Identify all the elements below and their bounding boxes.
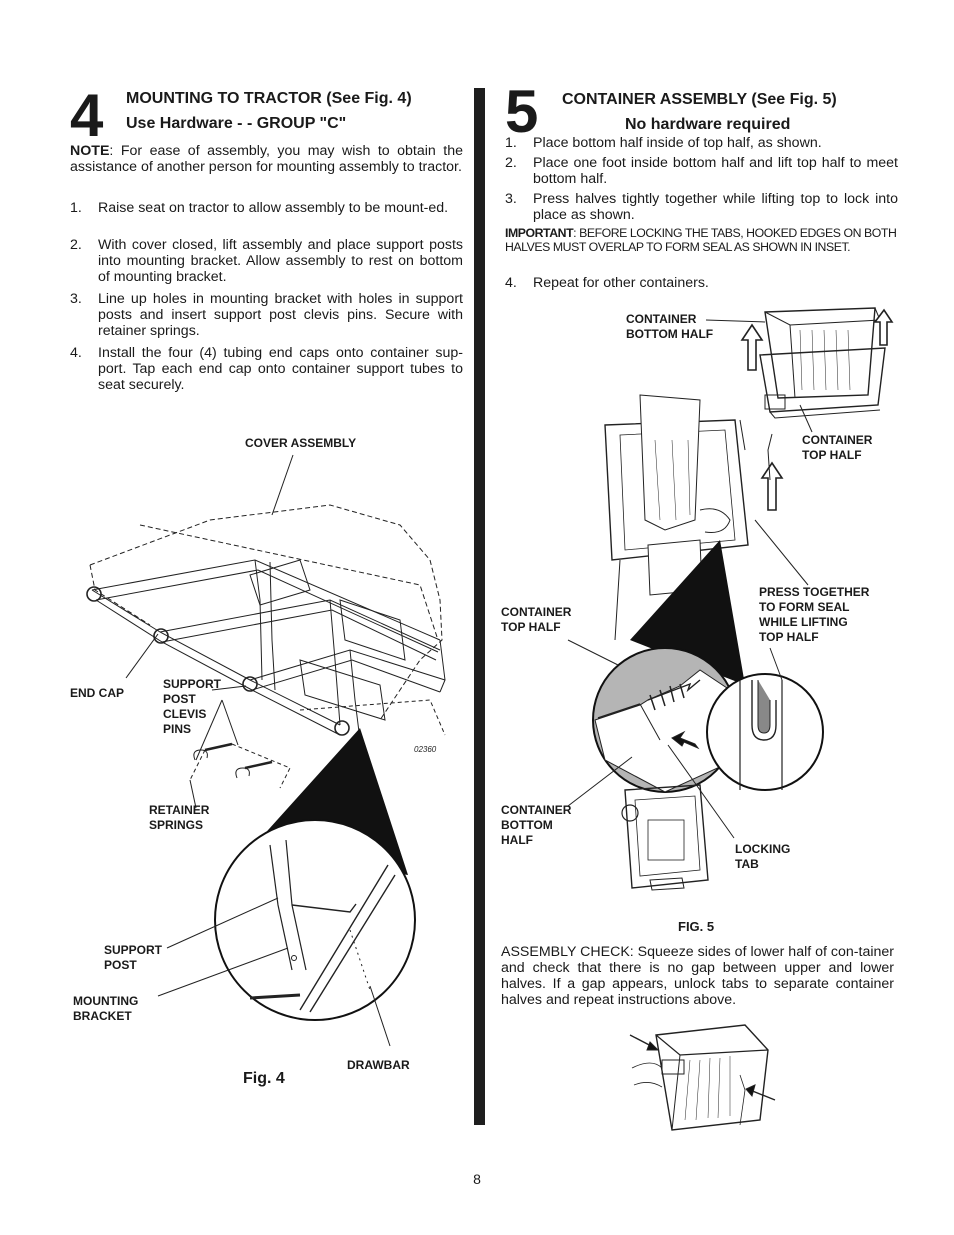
label-drawbar: DRAWBAR bbox=[347, 1058, 410, 1072]
list-item: 3. Line up holes in mounting bracket wit… bbox=[70, 291, 463, 341]
label-locking-tab: LOCKING TAB bbox=[735, 842, 791, 871]
list-item-text: Line up holes in mounting bracket with h… bbox=[98, 291, 463, 339]
list-item: 2. Place one foot inside bottom half and… bbox=[505, 155, 898, 189]
cover-outline bbox=[89, 504, 443, 721]
arrow-up-icon bbox=[760, 461, 784, 511]
label-container-top-half-right: CONTAINER TOP HALF bbox=[802, 433, 873, 462]
step-number-4: 4 bbox=[70, 82, 104, 149]
label-end-cap: END CAP bbox=[70, 686, 125, 700]
arrow-left-icon bbox=[671, 730, 700, 750]
label-container-bottom-half-left: CONTAINER BOTTOM HALF bbox=[501, 803, 572, 847]
important-label: IMPORTANT bbox=[505, 226, 574, 240]
list-item-number: 1. bbox=[70, 200, 82, 216]
list-item: 3. Press halves tightly together while l… bbox=[505, 191, 898, 225]
section-4-title-line1: MOUNTING TO TRACTOR (See Fig. 4) bbox=[126, 90, 412, 107]
important-text: : BEFORE LOCKING THE TABS, HOOKED EDGES … bbox=[505, 226, 897, 254]
clevis-pin bbox=[204, 742, 233, 752]
list-item: 4. Install the four (4) tubing end caps … bbox=[70, 345, 463, 395]
end-cap bbox=[334, 720, 350, 736]
container-bottom-half bbox=[764, 307, 876, 399]
list-item-text: Raise seat on tractor to allow assembly … bbox=[98, 200, 449, 216]
note-label: NOTE bbox=[70, 143, 110, 159]
retainer-spring bbox=[235, 767, 250, 779]
list-item-text: Install the four (4) tubing end caps ont… bbox=[98, 345, 463, 393]
list-item: 1. Place bottom half inside of top half,… bbox=[505, 135, 898, 153]
arrow-up-icon bbox=[873, 308, 894, 346]
section-5-title-line1: CONTAINER ASSEMBLY (See Fig. 5) bbox=[562, 91, 837, 108]
list-item: 1. Raise seat on tractor to allow assemb… bbox=[70, 200, 463, 234]
list-item-number: 2. bbox=[505, 155, 517, 171]
list-item: 2. With cover closed, lift assembly and … bbox=[70, 237, 463, 287]
list-item-number: 4. bbox=[70, 345, 82, 361]
label-retainer-springs: RETAINER SPRINGS bbox=[149, 803, 210, 832]
label-support-post-clevis-pins: SUPPORT POST CLEVIS PINS bbox=[163, 677, 222, 736]
label-container-top-half-left: CONTAINER TOP HALF bbox=[501, 605, 572, 634]
container-bottom-half bbox=[624, 784, 709, 889]
container bbox=[655, 1024, 769, 1131]
list-item-text: Repeat for other containers. bbox=[533, 275, 709, 291]
list-item-text: Place one foot inside bottom half and li… bbox=[533, 155, 898, 187]
section-5-title: CONTAINER ASSEMBLY (See Fig. 5) No hardw… bbox=[562, 88, 882, 138]
list-item-number: 1. bbox=[505, 135, 517, 151]
label-mounting-bracket: MOUNTING BRACKET bbox=[73, 994, 139, 1023]
page-number: 8 bbox=[473, 1171, 481, 1187]
container-top-half bbox=[759, 347, 886, 413]
label-press-together: PRESS TOGETHER TO FORM SEAL WHILE LIFTIN… bbox=[759, 585, 870, 644]
end-cap bbox=[153, 628, 169, 644]
step-number-5: 5 bbox=[505, 78, 539, 145]
clevis-pin bbox=[244, 760, 273, 770]
label-container-bottom-half-top: CONTAINER BOTTOM HALF bbox=[626, 312, 714, 341]
section-4-title-line2: Use Hardware - - GROUP "C" bbox=[126, 114, 347, 132]
section-4-title: MOUNTING TO TRACTOR (See Fig. 4) Use Har… bbox=[126, 87, 412, 137]
fig5-caption: FIG. 5 bbox=[678, 919, 715, 934]
list-item-number: 3. bbox=[505, 191, 517, 207]
list-item-number: 4. bbox=[505, 275, 517, 291]
important-note: IMPORTANT: BEFORE LOCKING THE TABS, HOOK… bbox=[505, 226, 898, 254]
note-paragraph: NOTE: For ease of assembly, you may wish… bbox=[70, 143, 463, 175]
arrow-left-icon bbox=[749, 1089, 776, 1101]
list-item-number: 3. bbox=[70, 291, 82, 307]
list-item-number: 2. bbox=[70, 237, 82, 253]
end-cap bbox=[242, 676, 258, 692]
end-cap bbox=[86, 586, 102, 602]
retainer-spring bbox=[193, 749, 208, 761]
person-leg bbox=[639, 394, 701, 531]
part-number: 02360 bbox=[414, 745, 437, 754]
column-divider bbox=[474, 88, 485, 1125]
label-support-post: SUPPORT POST bbox=[104, 943, 163, 972]
fig4-inset bbox=[214, 819, 416, 1021]
fig4-caption: Fig. 4 bbox=[243, 1070, 285, 1087]
list-item: 4. Repeat for other containers. bbox=[505, 275, 898, 293]
list-item-text: With cover closed, lift assembly and pla… bbox=[98, 237, 463, 285]
list-item-text: Place bottom half inside of top half, as… bbox=[533, 135, 822, 151]
arrow-up-icon bbox=[740, 323, 764, 371]
label-cover-assembly: COVER ASSEMBLY bbox=[245, 436, 357, 450]
assembly-check: ASSEMBLY CHECK: Squeeze sides of lower h… bbox=[501, 944, 894, 1008]
section-5-title-line2: No hardware required bbox=[625, 115, 791, 133]
list-item-text: Press halves tightly together while lift… bbox=[533, 191, 898, 223]
note-text: : For ease of assembly, you may wish to … bbox=[70, 143, 463, 175]
